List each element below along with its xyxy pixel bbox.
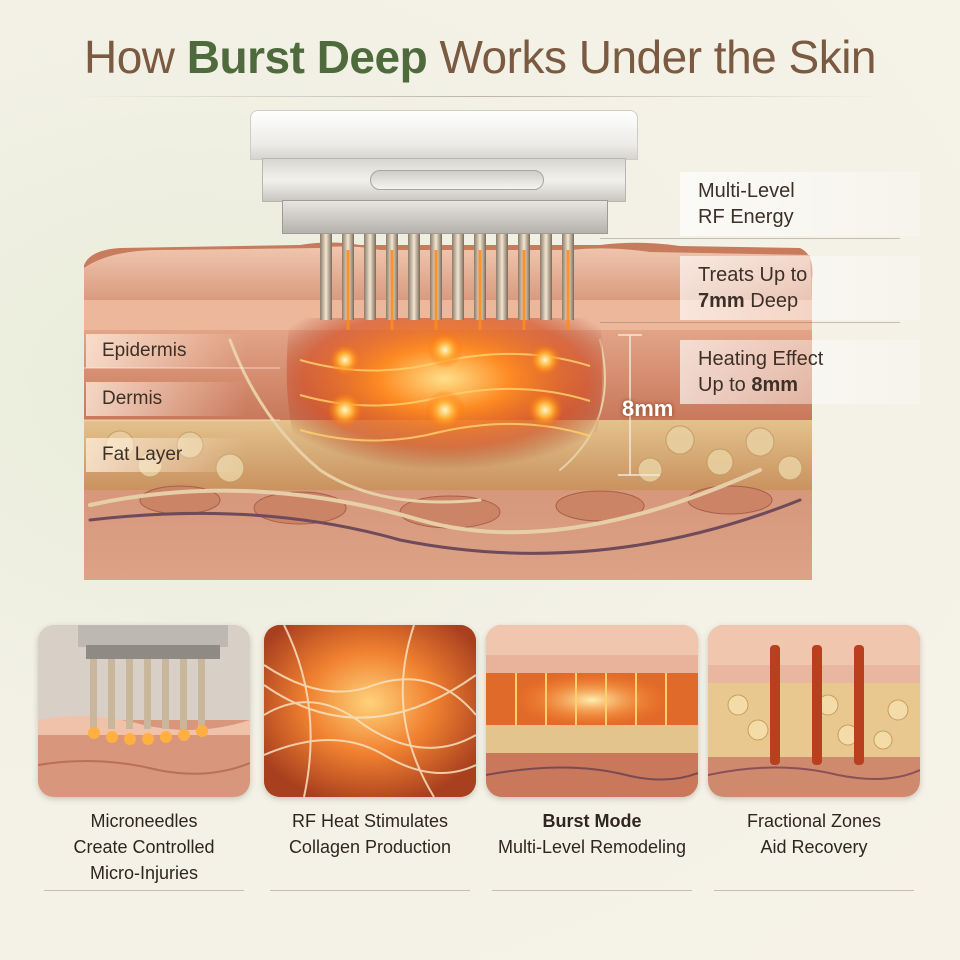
caption-line: Micro-Injuries bbox=[89, 863, 199, 883]
caption-line: Collagen Production bbox=[288, 837, 452, 857]
caption-divider bbox=[714, 890, 914, 891]
caption-fractional-zones: Fractional Zones Aid Recovery bbox=[704, 808, 924, 860]
callout-heating-value: 8mm bbox=[751, 374, 799, 396]
burst-mode-illustration bbox=[486, 625, 698, 797]
caption-divider bbox=[492, 890, 692, 891]
layer-label-fat: Fat Layer bbox=[86, 438, 246, 472]
callout-divider bbox=[600, 238, 900, 239]
card-microneedles-image bbox=[38, 625, 250, 797]
collagen-fibers-illustration bbox=[264, 625, 476, 797]
callout-treats-suffix: Deep bbox=[744, 290, 799, 312]
caption-line: Aid Recovery bbox=[760, 837, 868, 857]
depth-marker-label: 8mm bbox=[622, 396, 674, 421]
callout-treats-depth: Treats Up to 7mm Deep bbox=[680, 256, 920, 320]
callout-rf-energy: Multi-Level RF Energy bbox=[680, 172, 920, 236]
card-collagen-image bbox=[264, 625, 476, 797]
callout-heating-prefix: Up to bbox=[698, 374, 752, 396]
title-prefix: How bbox=[83, 31, 187, 83]
card-burst-mode-image bbox=[486, 625, 698, 797]
device-needle-base bbox=[282, 200, 608, 234]
device-indicator-slot bbox=[370, 170, 544, 190]
title-brand: Burst Deep bbox=[186, 31, 428, 83]
callout-heating-effect: Heating Effect Up to 8mm bbox=[680, 340, 920, 404]
callout-treats-value: 7mm bbox=[698, 290, 745, 312]
callout-treats-line2: 7mm Deep bbox=[698, 288, 902, 314]
page-title: How Burst Deep Works Under the Skin bbox=[0, 30, 960, 84]
caption-microneedles: Microneedles Create Controlled Micro-Inj… bbox=[34, 808, 254, 886]
caption-line: Multi-Level Remodeling bbox=[497, 837, 687, 857]
callout-treats-line1: Treats Up to bbox=[698, 264, 808, 286]
caption-divider bbox=[44, 890, 244, 891]
card-fractional-zones-image bbox=[708, 625, 920, 797]
layer-label-epidermis: Epidermis bbox=[86, 334, 246, 368]
microneedles-illustration bbox=[38, 625, 250, 797]
callout-rf-line2: RF Energy bbox=[698, 206, 794, 228]
title-suffix: Works Under the Skin bbox=[427, 31, 877, 83]
caption-line: RF Heat Stimulates bbox=[291, 811, 449, 831]
caption-burst-mode-title: Burst Mode bbox=[542, 811, 642, 831]
caption-burst-mode: Burst Mode Multi-Level Remodeling bbox=[482, 808, 702, 860]
caption-line: Fractional Zones bbox=[746, 811, 882, 831]
caption-divider bbox=[270, 890, 470, 891]
callout-rf-line1: Multi-Level bbox=[698, 180, 795, 202]
fractional-zones-illustration bbox=[708, 625, 920, 797]
callout-divider bbox=[600, 322, 900, 323]
caption-line: Microneedles bbox=[90, 811, 198, 831]
layer-label-dermis: Dermis bbox=[86, 382, 246, 416]
title-divider bbox=[70, 96, 890, 97]
callout-heating-line1: Heating Effect bbox=[698, 348, 824, 370]
caption-line: Create Controlled bbox=[73, 837, 215, 857]
caption-collagen: RF Heat Stimulates Collagen Production bbox=[260, 808, 480, 860]
device-handpiece bbox=[250, 110, 638, 160]
callout-heating-line2: Up to 8mm bbox=[698, 372, 902, 398]
